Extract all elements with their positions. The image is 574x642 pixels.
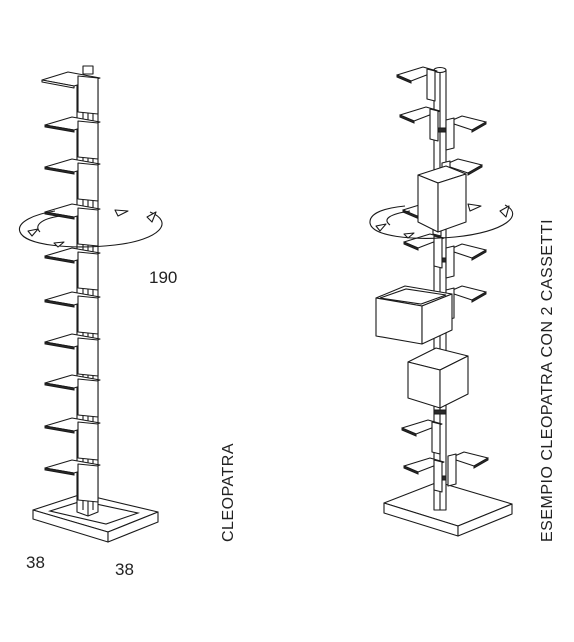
shelf-bracket <box>77 120 99 160</box>
shelf <box>403 457 445 493</box>
shelf-bracket <box>77 207 99 247</box>
shelf <box>41 71 101 115</box>
shelf <box>44 203 101 247</box>
shelf <box>44 291 101 335</box>
depth-dimension: 38 <box>115 560 134 579</box>
shelf-bracket <box>77 378 99 418</box>
cleopatra-shelf-drawing <box>18 65 163 543</box>
shelf-edge <box>44 467 75 476</box>
shelf-edge <box>44 299 75 308</box>
rotation-arrow-icon <box>18 209 163 248</box>
shelf-bracket <box>77 295 99 335</box>
shelf-edge <box>403 241 419 251</box>
shelf-edge <box>471 291 487 303</box>
shelf-bracket <box>445 117 455 151</box>
shelf-edge <box>467 164 483 176</box>
shelf <box>44 333 101 377</box>
shelf-edge <box>44 425 75 434</box>
shelf <box>44 417 101 461</box>
shelf-edge <box>403 465 419 475</box>
shelf-edge <box>44 382 75 391</box>
shelf-edge <box>44 166 75 175</box>
shelf-edge <box>44 255 75 264</box>
shelf-bracket <box>77 463 99 503</box>
shelf-edge <box>399 114 415 124</box>
shelves <box>41 71 101 503</box>
width-dimension: 38 <box>26 553 45 572</box>
shelf-edge <box>44 124 75 133</box>
shelf-bracket <box>445 245 455 279</box>
shelf-bracket <box>429 108 439 142</box>
shelf <box>44 116 101 160</box>
shelf-bracket <box>426 68 436 102</box>
model-label: CLEOPATRA <box>220 443 237 542</box>
shelf <box>403 233 445 269</box>
shelf-bracket <box>77 75 99 115</box>
shelf-edge <box>471 121 487 133</box>
shelf-edge <box>396 74 412 84</box>
height-dimension: 190 <box>149 268 177 287</box>
shelf-edge <box>401 427 417 437</box>
shelf <box>447 451 489 487</box>
shelf-bracket <box>433 459 443 493</box>
cleopatra-with-drawers-drawing <box>369 66 514 537</box>
shelf <box>445 115 487 151</box>
shelf-edge <box>473 457 489 469</box>
shelf-edge <box>44 341 75 350</box>
shelf-bracket <box>433 235 443 269</box>
shelf <box>44 374 101 418</box>
column-module <box>417 165 467 233</box>
shelf <box>396 66 438 102</box>
shelf <box>445 243 487 279</box>
shelf <box>44 158 101 202</box>
drawer-2 <box>407 347 469 409</box>
shelf <box>401 419 443 455</box>
drawer-1 <box>375 285 453 345</box>
shelf-bracket <box>77 337 99 377</box>
shelf <box>44 247 101 291</box>
shelf <box>44 459 101 503</box>
shelf-bracket <box>431 421 441 455</box>
shelf-bracket <box>77 162 99 202</box>
rotation-arrow-icon <box>369 203 514 239</box>
example-label: ESEMPIO CLEOPATRA CON 2 CASSETTI <box>539 219 556 542</box>
shelf <box>399 106 441 142</box>
shelf-edge <box>471 249 487 261</box>
shelf-edge <box>41 79 75 89</box>
shelf-bracket <box>447 453 457 487</box>
shelf-bracket <box>77 421 99 461</box>
shelf-bracket <box>77 251 99 291</box>
shelves <box>396 66 489 493</box>
